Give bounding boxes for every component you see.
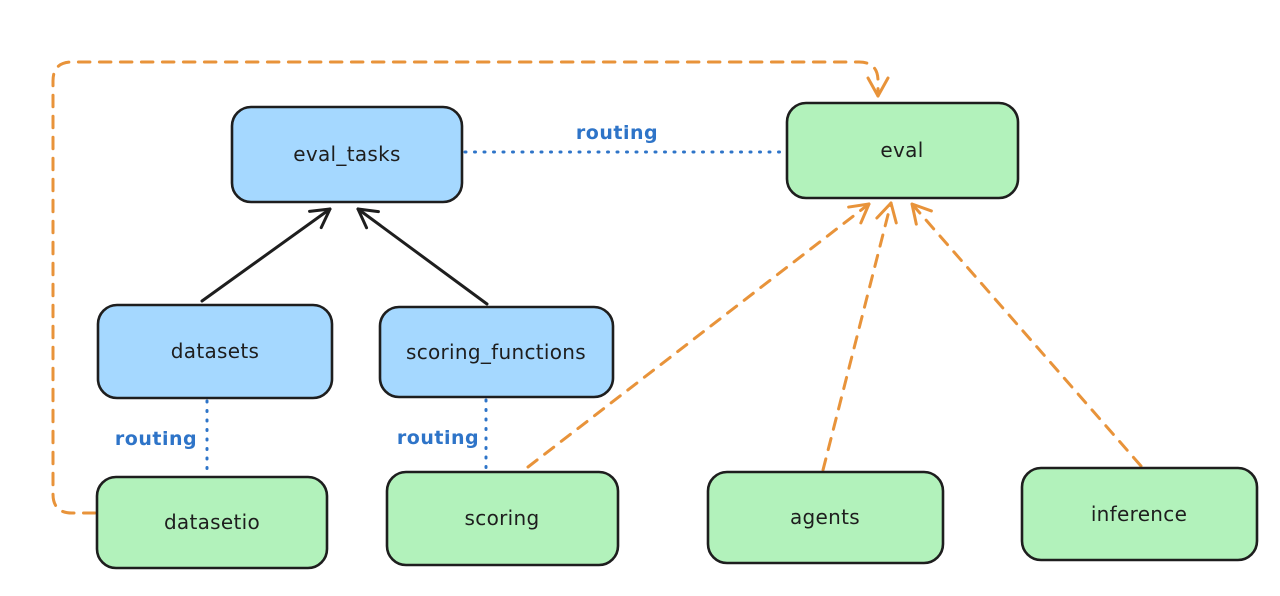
node-eval-tasks-box <box>230 105 464 204</box>
node-datasetio: datasetio <box>95 475 329 570</box>
node-datasets-label: datasets <box>171 339 259 363</box>
node-scoring: scoring <box>385 470 620 567</box>
edge-inference-to-eval-arrow <box>910 202 1143 468</box>
node-eval: eval <box>785 101 1020 200</box>
node-scoring-label: scoring <box>465 506 540 530</box>
edge-label-routing-top: routing <box>576 122 658 144</box>
node-eval-label: eval <box>880 138 923 162</box>
node-inference: inference <box>1020 466 1259 562</box>
node-scoring-functions-box <box>378 305 615 399</box>
node-scoring-box <box>385 470 620 567</box>
node-inference-label: inference <box>1091 502 1187 526</box>
node-datasetio-box <box>95 475 329 570</box>
node-eval-tasks-label: eval_tasks <box>293 142 400 166</box>
node-scoring-functions-label: scoring_functions <box>406 340 586 364</box>
edge-datasets-to-eval-tasks-arrow <box>200 207 332 303</box>
edge-label-routing-scoring: routing <box>397 427 479 449</box>
node-datasets-box <box>96 303 334 400</box>
node-datasetio-label: datasetio <box>164 510 260 534</box>
node-scoring-functions: scoring_functions <box>378 305 615 399</box>
node-agents-label: agents <box>790 505 860 529</box>
node-agents: agents <box>706 470 945 565</box>
node-inference-box <box>1020 466 1259 562</box>
node-datasets: datasets <box>96 303 334 400</box>
node-eval-box <box>785 101 1020 200</box>
edge-scoring-to-eval-arrow <box>526 202 871 469</box>
edge-scoring-functions-to-eval-tasks-arrow <box>356 207 489 306</box>
edge-datasetio-to-eval-loop-arrow <box>51 60 890 515</box>
edge-agents-to-eval-arrow <box>821 201 898 472</box>
node-agents-box <box>706 470 945 565</box>
node-eval-tasks: eval_tasks <box>230 105 464 204</box>
edge-label-routing-datasetio: routing <box>115 428 197 450</box>
